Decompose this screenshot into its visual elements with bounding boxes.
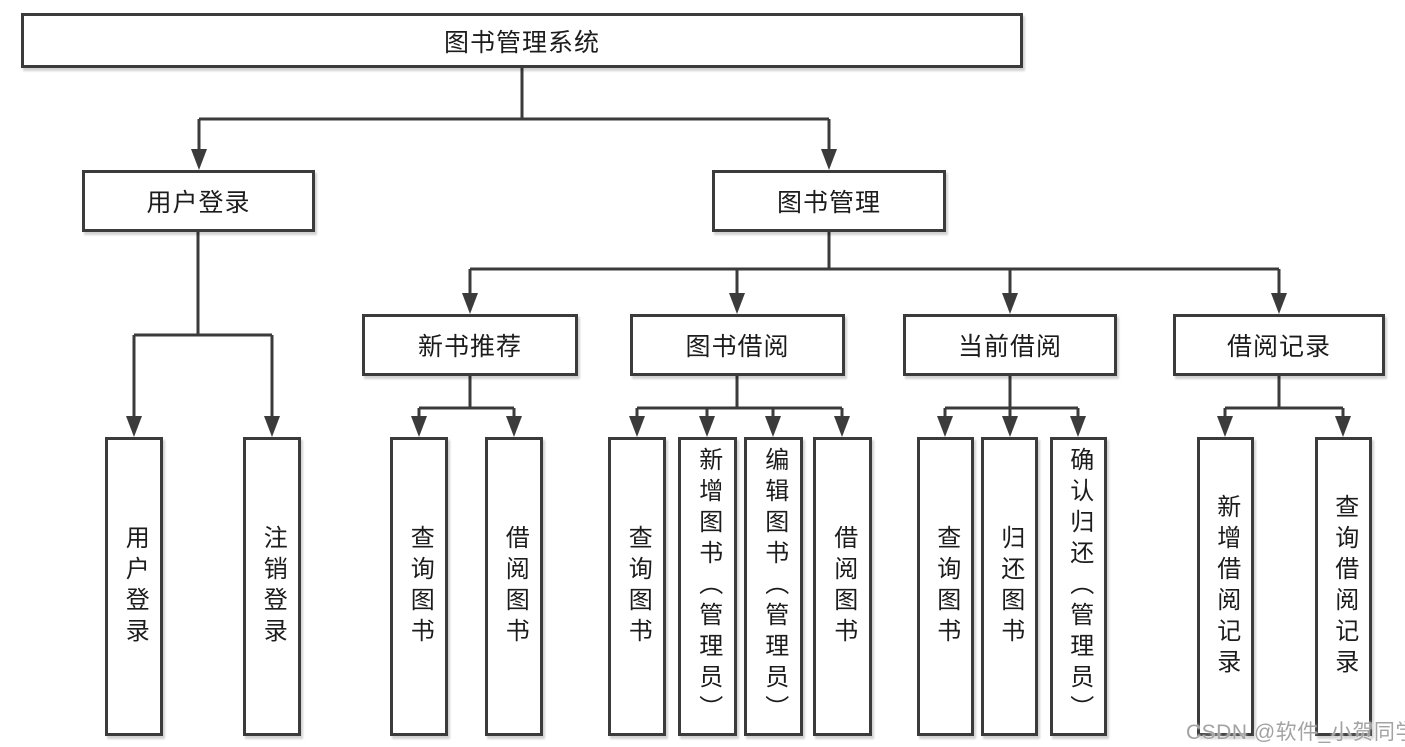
arrowhead-icon xyxy=(937,416,953,437)
leaf-cb-return-books-label: 归还图书 xyxy=(996,524,1024,649)
leaf-rec-borrow-books-label: 借阅图书 xyxy=(501,524,529,649)
arrowhead-icon xyxy=(1002,293,1018,314)
connector-borrow-to-leaves xyxy=(635,376,844,418)
connector-login-to-leaves xyxy=(132,232,274,418)
leaf-bb-borrow-books: 借阅图书 xyxy=(813,437,872,736)
connector-mgmt-to-level3 xyxy=(468,232,1281,295)
arrowhead-icon xyxy=(821,149,837,170)
arrowhead-icon xyxy=(462,293,478,314)
arrowhead-icon xyxy=(834,416,850,437)
leaf-bb-query-books-label: 查询图书 xyxy=(624,524,652,649)
connector-records-to-leaves xyxy=(1223,376,1345,418)
arrowhead-icon xyxy=(629,416,645,437)
leaf-rec-query-books: 查询图书 xyxy=(390,437,448,736)
node-system-root-label: 图书管理系统 xyxy=(443,28,600,57)
node-borrow-records: 借阅记录 xyxy=(1173,314,1385,376)
arrowhead-icon xyxy=(1217,416,1233,437)
leaf-cb-query-books: 查询图书 xyxy=(917,437,974,736)
arrowhead-icon xyxy=(699,416,715,437)
leaf-br-query-record-label: 查询借阅记录 xyxy=(1330,493,1358,680)
node-book-borrow-label: 图书借阅 xyxy=(685,333,790,361)
leaf-br-query-record: 查询借阅记录 xyxy=(1315,437,1372,736)
leaf-cb-query-books-label: 查询图书 xyxy=(932,524,960,649)
node-system-root: 图书管理系统 xyxy=(21,13,1023,68)
node-new-book-recommend: 新书推荐 xyxy=(362,314,578,376)
connector-root-to-level2 xyxy=(197,68,831,151)
arrowheads xyxy=(126,149,1351,437)
arrowhead-icon xyxy=(411,416,427,437)
arrowhead-icon xyxy=(506,416,522,437)
leaf-logout: 注销登录 xyxy=(243,437,301,736)
node-borrow-records-label: 借阅记录 xyxy=(1226,333,1331,361)
connector-current-to-leaves xyxy=(943,376,1080,418)
leaf-rec-query-books-label: 查询图书 xyxy=(406,524,434,649)
node-book-borrow: 图书借阅 xyxy=(630,314,845,376)
node-book-management-label: 图书管理 xyxy=(776,189,881,217)
node-user-login-label: 用户登录 xyxy=(146,189,251,217)
arrowhead-icon xyxy=(191,149,207,170)
leaf-user-login: 用户登录 xyxy=(105,437,163,736)
node-current-borrow: 当前借阅 xyxy=(903,314,1117,376)
leaf-cb-confirm-return-admin: 确认归还（管理员） xyxy=(1050,437,1107,736)
node-user-login: 用户登录 xyxy=(82,170,315,232)
connector-rec-to-leaves xyxy=(417,376,516,418)
leaf-rec-borrow-books: 借阅图书 xyxy=(485,437,543,736)
leaf-br-add-record: 新增借阅记录 xyxy=(1197,437,1254,736)
leaf-bb-add-books-admin-label: 新增图书（管理员） xyxy=(694,447,722,726)
csdn-watermark: CSDN @软件_小贺同学 xyxy=(1186,721,1405,744)
arrowhead-icon xyxy=(1271,293,1287,314)
leaf-bb-query-books: 查询图书 xyxy=(608,437,666,736)
leaf-bb-edit-books-admin: 编辑图书（管理员） xyxy=(744,437,803,736)
arrowhead-icon xyxy=(1002,416,1018,437)
leaf-bb-add-books-admin: 新增图书（管理员） xyxy=(678,437,737,736)
node-current-borrow-label: 当前借阅 xyxy=(957,333,1062,361)
leaf-br-add-record-label: 新增借阅记录 xyxy=(1212,493,1240,680)
leaf-logout-label: 注销登录 xyxy=(259,524,287,649)
arrowhead-icon xyxy=(264,416,280,437)
arrowhead-icon xyxy=(126,416,142,437)
arrowhead-icon xyxy=(1070,416,1086,437)
arrowhead-icon xyxy=(1335,416,1351,437)
node-book-management: 图书管理 xyxy=(712,170,946,232)
node-new-book-recommend-label: 新书推荐 xyxy=(417,333,522,361)
arrowhead-icon xyxy=(729,293,745,314)
arrowhead-icon xyxy=(765,416,781,437)
leaf-cb-confirm-return-admin-label: 确认归还（管理员） xyxy=(1065,447,1093,726)
leaf-bb-borrow-books-label: 借阅图书 xyxy=(829,524,857,649)
leaf-cb-return-books: 归还图书 xyxy=(981,437,1038,736)
leaf-user-login-label: 用户登录 xyxy=(121,524,149,649)
leaf-bb-edit-books-admin-label: 编辑图书（管理员） xyxy=(760,447,788,726)
